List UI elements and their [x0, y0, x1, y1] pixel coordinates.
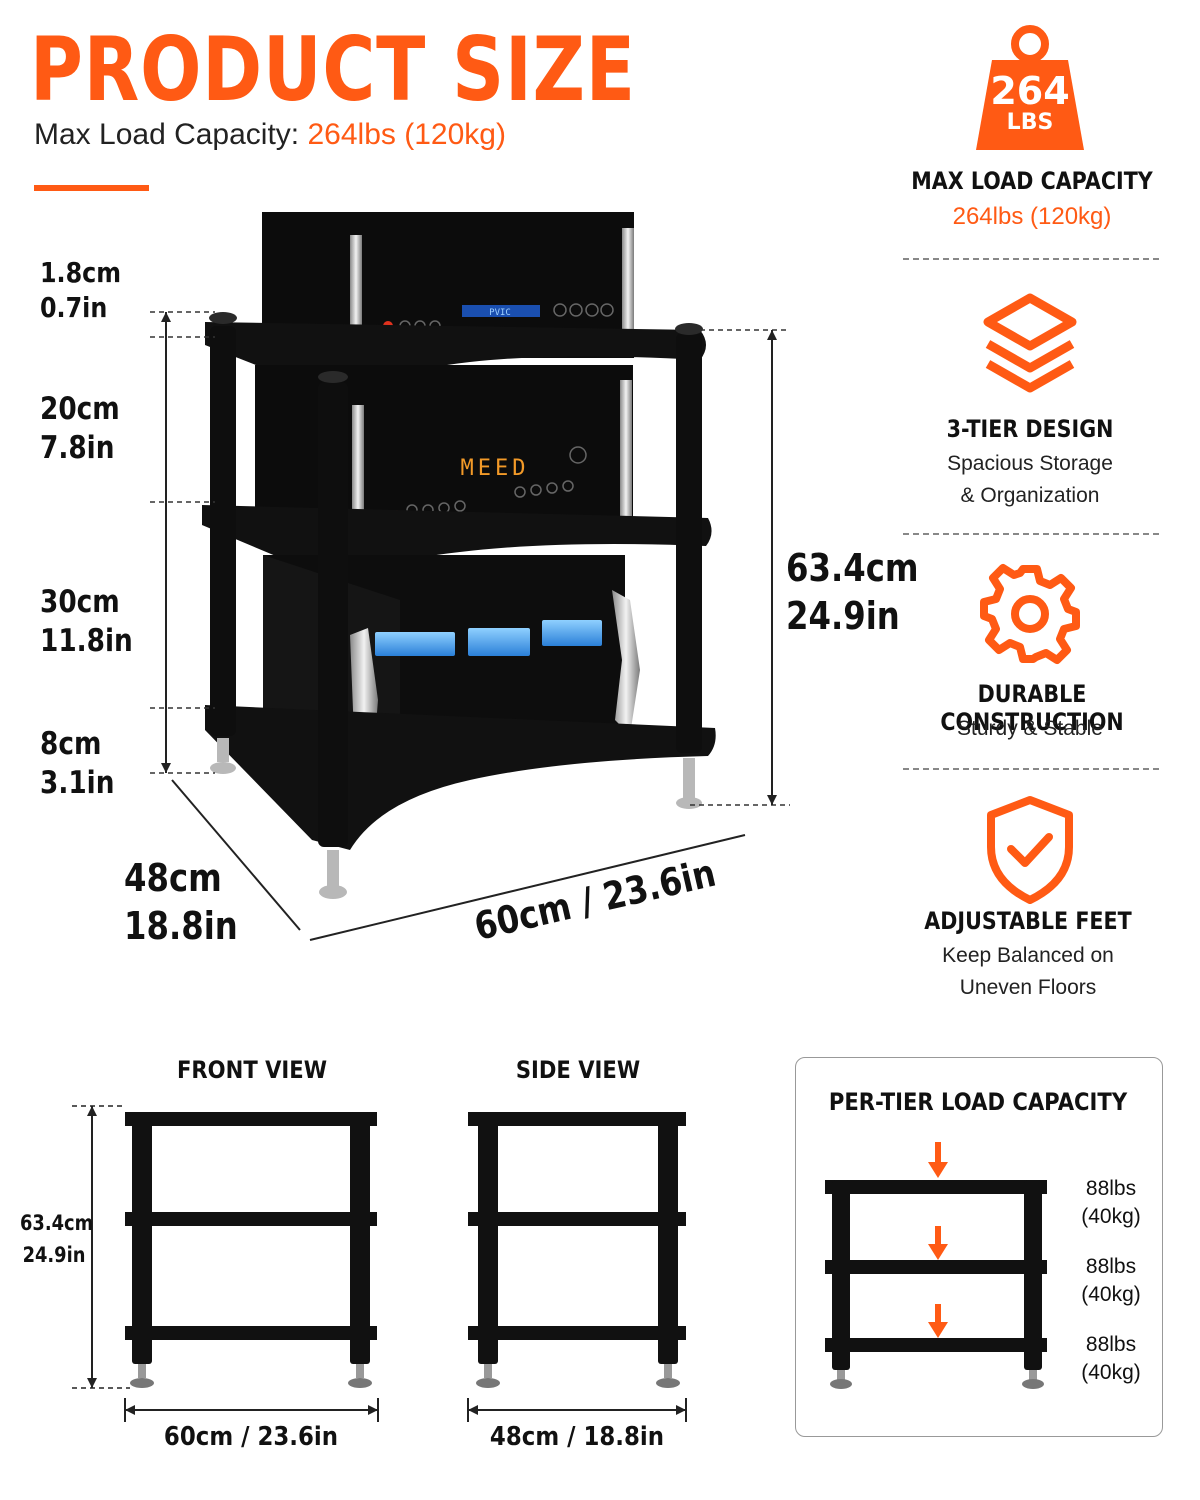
dim-tier2: 30cm 11.8in: [40, 583, 133, 661]
feature-feet-title: ADJUSTABLE FEET: [924, 907, 1132, 935]
feature-divider: [903, 533, 1159, 535]
side-view-title: SIDE VIEW: [515, 1056, 641, 1084]
middle-device-display: MEED: [461, 456, 530, 481]
tier-load-3: 88lbs (40kg): [1071, 1331, 1151, 1388]
tier-load-1-lbs: 88lbs: [1085, 1177, 1137, 1200]
front-view-title: FRONT VIEW: [176, 1056, 328, 1084]
feature-3-tier-sub2: & Organization: [960, 483, 1100, 507]
dim-tier2-cm: 30cm: [40, 584, 120, 620]
rack-illustration: PVIC MEED: [150, 212, 790, 941]
dim-height-in: 24.9in: [786, 593, 900, 638]
front-view-diagram: [72, 1105, 379, 1422]
dim-tier1: 20cm 7.8in: [40, 390, 120, 468]
side-view-width: 48cm / 18.8in: [489, 1422, 665, 1452]
top-device-display: PVIC: [489, 308, 511, 318]
weight-badge-unit: LBS: [1006, 110, 1054, 135]
dim-depth-cm: 48cm: [124, 856, 222, 900]
subtitle-value: 264lbs (120kg): [307, 118, 506, 151]
per-tier-panel: [795, 1057, 1163, 1437]
tier-load-2: 88lbs (40kg): [1071, 1253, 1151, 1310]
weight-badge: 264 LBS: [970, 72, 1090, 136]
side-view-diagram: [467, 1112, 687, 1422]
tier-load-2-kg: (40kg): [1081, 1283, 1141, 1307]
front-view-height-cm: 63.4cm: [20, 1211, 94, 1235]
dim-feet: 8cm 3.1in: [40, 725, 114, 803]
dim-tier1-in: 7.8in: [40, 429, 115, 466]
dim-depth-in: 18.8in: [124, 903, 238, 948]
feature-3-tier-sub1: Spacious Storage: [947, 452, 1113, 475]
dim-top-gap-cm: 1.8cm: [40, 256, 122, 289]
feature-feet-sub: Keep Balanced on Uneven Floors: [878, 940, 1178, 1003]
feature-3-tier-title: 3-TIER DESIGN: [946, 415, 1114, 443]
layers-icon: [983, 293, 1077, 393]
feature-max-load-title: MAX LOAD CAPACITY: [911, 167, 1153, 195]
gear-icon: [980, 564, 1080, 664]
front-view-height-in: 24.9in: [22, 1242, 86, 1267]
accent-underline: [34, 185, 149, 191]
tier-load-1-kg: (40kg): [1081, 1205, 1141, 1229]
tier-load-3-lbs: 88lbs: [1085, 1333, 1137, 1356]
feature-divider: [903, 258, 1159, 260]
tier-load-1: 88lbs (40kg): [1071, 1175, 1151, 1232]
subtitle: Max Load Capacity: 264lbs (120kg): [34, 118, 506, 152]
shield-check-icon: [987, 796, 1073, 904]
weight-icon: [976, 25, 1084, 150]
tier-load-2-lbs: 88lbs: [1085, 1255, 1137, 1278]
feature-durable-sub: Sturdy & Stable: [957, 717, 1103, 740]
front-view-width: 60cm / 23.6in: [163, 1422, 339, 1452]
dim-feet-in: 3.1in: [40, 764, 115, 801]
per-tier-diagram: [825, 1142, 1047, 1389]
feature-feet-sub2: Uneven Floors: [959, 975, 1097, 999]
per-tier-title: PER-TIER LOAD CAPACITY: [828, 1088, 1128, 1116]
feature-max-load-sub: 264lbs (120kg): [952, 203, 1112, 230]
feature-feet-sub1: Keep Balanced on: [942, 944, 1114, 967]
tier-load-3-kg: (40kg): [1081, 1361, 1141, 1385]
dim-height: 63.4cm 24.9in: [786, 545, 919, 640]
dim-tier2-in: 11.8in: [40, 622, 133, 659]
page-title: PRODUCT SIZE: [30, 18, 636, 121]
dim-depth: 48cm 18.8in: [124, 855, 238, 950]
dim-top-gap: 1.8cm 0.7in: [40, 255, 121, 325]
dim-tier1-cm: 20cm: [40, 391, 120, 427]
feature-3-tier-sub: Spacious Storage & Organization: [880, 448, 1180, 511]
front-view-height: 63.4cm 24.9in: [20, 1208, 94, 1271]
weight-badge-value: 264: [990, 69, 1070, 113]
dim-feet-cm: 8cm: [40, 726, 102, 762]
subtitle-label: Max Load Capacity:: [34, 118, 300, 151]
feature-durable-title: DURABLE CONSTRUCTION: [940, 680, 1124, 736]
feature-divider: [903, 768, 1159, 770]
dim-top-gap-in: 0.7in: [40, 291, 108, 324]
dim-height-cm: 63.4cm: [786, 546, 919, 590]
